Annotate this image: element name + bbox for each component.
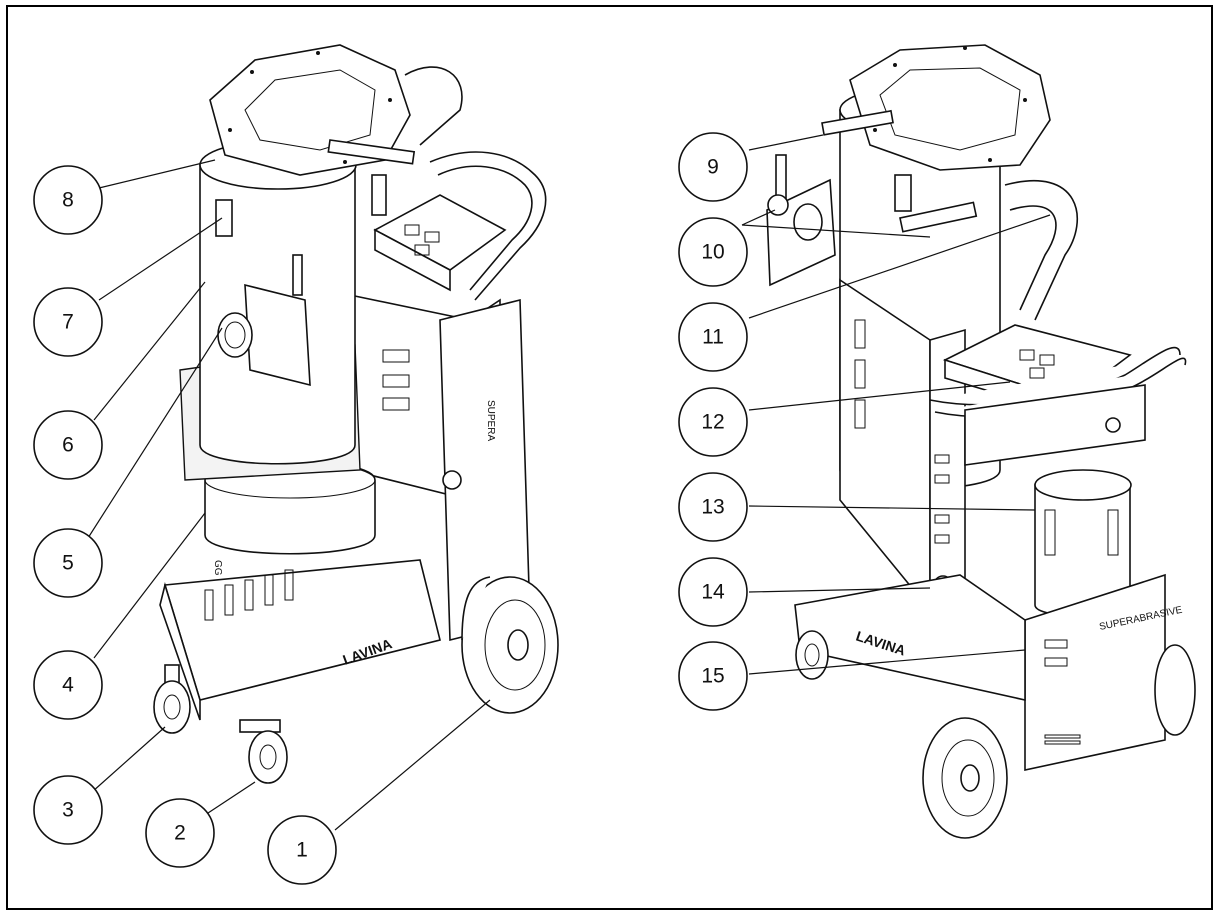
callout-15-label: 15 xyxy=(701,665,724,688)
callout-10-label: 10 xyxy=(701,241,724,264)
lid-handle xyxy=(327,139,416,165)
right-base-tray xyxy=(794,574,1026,701)
callout-6-label: 6 xyxy=(62,434,74,457)
callout-8-label: 8 xyxy=(62,189,74,212)
callout-10: 10 xyxy=(678,217,748,287)
callout-3: 3 xyxy=(33,775,103,845)
lid xyxy=(209,44,411,176)
callout-14-label: 14 xyxy=(701,581,725,604)
control-box-front xyxy=(374,228,451,292)
rear-wheel xyxy=(461,576,559,714)
connector-plate xyxy=(244,283,311,387)
left-machine: SUPERA LAVINA GG xyxy=(153,44,559,784)
right-side-handle xyxy=(899,201,978,233)
callout-4: 4 xyxy=(33,650,103,720)
right-lid-handle xyxy=(821,109,894,136)
brand-rear-text: SUPERA xyxy=(485,400,496,441)
connector-pin xyxy=(292,254,303,296)
callout-5: 5 xyxy=(33,528,103,598)
right-wheel-front xyxy=(922,717,1008,839)
callout-7: 7 xyxy=(33,287,103,357)
callout-8: 8 xyxy=(33,165,103,235)
callout-4-label: 4 xyxy=(62,674,74,697)
callouts: 8 7 6 5 4 3 2 1 xyxy=(33,132,748,885)
callout-6: 6 xyxy=(33,410,103,480)
rear-socket xyxy=(442,470,462,490)
right-hose-inner xyxy=(1009,205,1057,311)
connector-plug xyxy=(217,312,253,358)
callout-5-label: 5 xyxy=(62,552,74,575)
diagram-frame xyxy=(6,5,1213,910)
callout-1-label: 1 xyxy=(296,839,308,862)
callout-2: 2 xyxy=(145,798,215,868)
right-caster xyxy=(795,630,829,680)
base-frame-side xyxy=(159,582,201,721)
callout-2-label: 2 xyxy=(174,822,186,845)
callout-7-label: 7 xyxy=(62,311,74,334)
right-back-plate xyxy=(964,384,1146,466)
right-machine: SUPERABRASIVE LAVINA xyxy=(766,44,1196,839)
hose xyxy=(404,66,463,146)
right-side-panel xyxy=(1024,573,1166,771)
callout-11: 11 xyxy=(678,302,748,372)
callout-9-label: 9 xyxy=(707,156,719,179)
caster-front-right xyxy=(239,719,288,784)
latch xyxy=(215,199,233,237)
callout-12: 12 xyxy=(678,387,748,457)
brand-base-text: GG xyxy=(212,560,223,576)
callout-11-label: 11 xyxy=(702,326,724,349)
leader-lines xyxy=(87,134,1051,831)
right-latch xyxy=(894,174,912,212)
callout-13: 13 xyxy=(678,472,748,542)
callout-3-label: 3 xyxy=(62,799,74,822)
right-wheel-rear xyxy=(1154,644,1196,736)
caster-front-left xyxy=(153,664,191,734)
callout-12-label: 12 xyxy=(701,411,724,434)
callout-9: 9 xyxy=(678,132,748,202)
callout-13-label: 13 xyxy=(701,496,724,519)
base-frame xyxy=(163,559,441,701)
callout-15: 15 xyxy=(678,641,748,711)
callout-1: 1 xyxy=(267,815,337,885)
callout-14: 14 xyxy=(678,557,748,627)
